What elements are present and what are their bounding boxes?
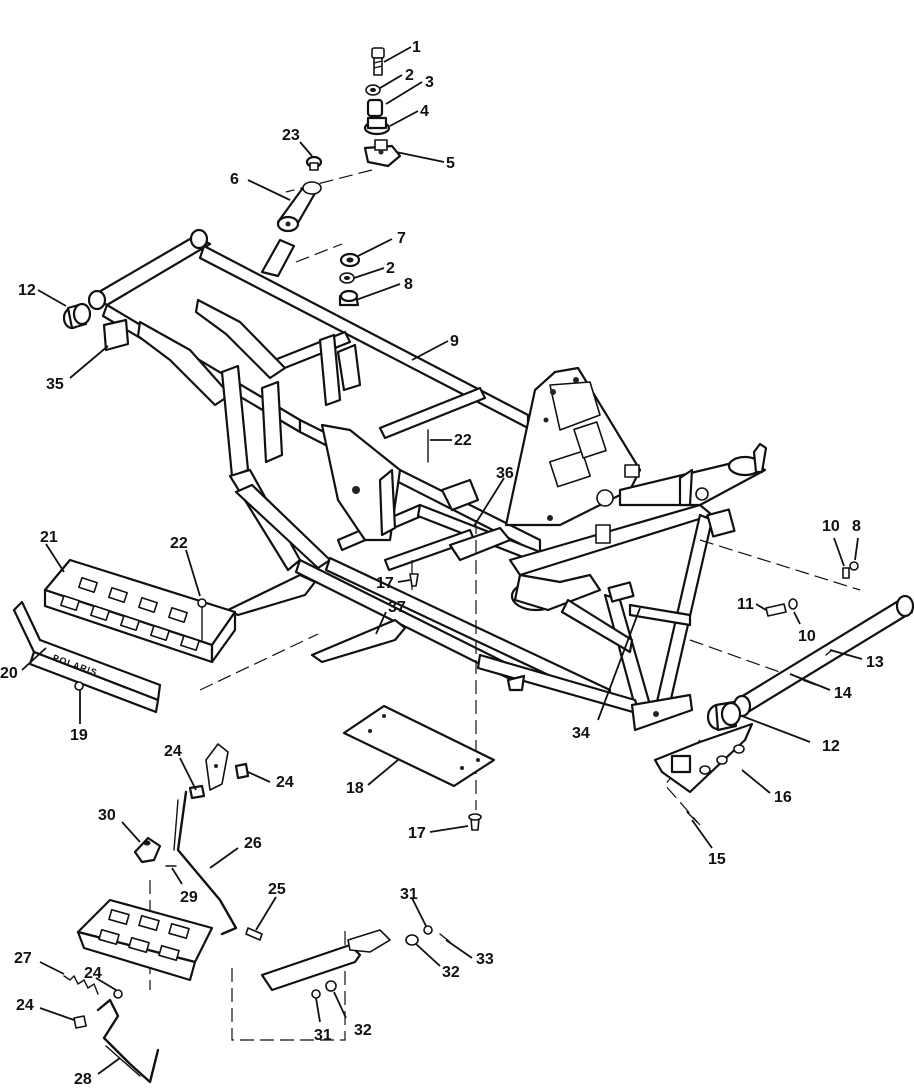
assembly-guide-lines [149,169,861,1041]
leader-lines [21,46,863,1075]
callout-21: 21 [40,529,58,546]
callout-24b: 24 [276,774,294,791]
hardware-stack-top [260,47,402,307]
callout-22: 22 [454,432,472,449]
callout-36: 36 [496,465,514,482]
callout-35: 35 [46,376,64,393]
callout-14: 14 [834,685,852,702]
callout-18: 18 [346,780,364,797]
callout-31: 31 [400,886,418,903]
callout-12b: 12 [822,738,840,755]
callout-4: 4 [420,103,429,120]
skid-plate [342,704,496,788]
callout-8: 8 [404,276,413,293]
callout-3: 3 [425,74,434,91]
callout-17b: 17 [408,825,426,842]
callout-6: 6 [230,171,239,188]
callout-26: 26 [244,835,262,852]
callout-labels: 1 2 3 4 5 23 6 7 2 8 12 9 35 22 36 21 22… [0,39,884,1088]
callout-16: 16 [774,789,792,806]
callout-24: 24 [164,743,182,760]
small-fasteners [74,429,482,831]
callout-34: 34 [572,725,590,742]
callout-13: 13 [866,654,884,671]
callout-8b: 8 [852,518,861,535]
callout-32: 32 [442,964,460,981]
callout-22b: 22 [170,535,188,552]
rear-rack [43,558,237,664]
callout-20: 20 [0,665,18,682]
callout-29: 29 [180,889,198,906]
callout-23: 23 [282,127,300,144]
main-frame [87,228,768,732]
callout-19: 19 [70,727,88,744]
rear-left-parts [62,302,130,352]
callout-5: 5 [446,155,455,172]
callout-17: 17 [376,575,394,592]
callout-2b: 2 [386,260,395,277]
callout-30: 30 [98,807,116,824]
callout-25: 25 [268,881,286,898]
callout-37: 37 [388,599,406,616]
callout-10: 10 [822,518,840,535]
callout-2: 2 [405,67,414,84]
callout-1: 1 [412,39,421,56]
callout-12: 12 [18,282,36,299]
callout-7: 7 [397,230,406,247]
rear-bumper: POLARIS [12,600,162,714]
callout-33: 33 [476,951,494,968]
callout-9: 9 [450,333,459,350]
callout-11: 11 [737,596,754,613]
callout-28: 28 [74,1071,92,1088]
callout-31b: 31 [314,1027,332,1044]
callout-32b: 32 [354,1022,372,1039]
brake-linkage [63,743,451,1084]
callout-10b: 10 [798,628,816,645]
callout-15: 15 [708,851,726,868]
front-right-parts [653,561,914,823]
callout-24c: 24 [84,965,102,982]
callout-27: 27 [14,950,32,967]
callout-24d: 24 [16,997,34,1014]
